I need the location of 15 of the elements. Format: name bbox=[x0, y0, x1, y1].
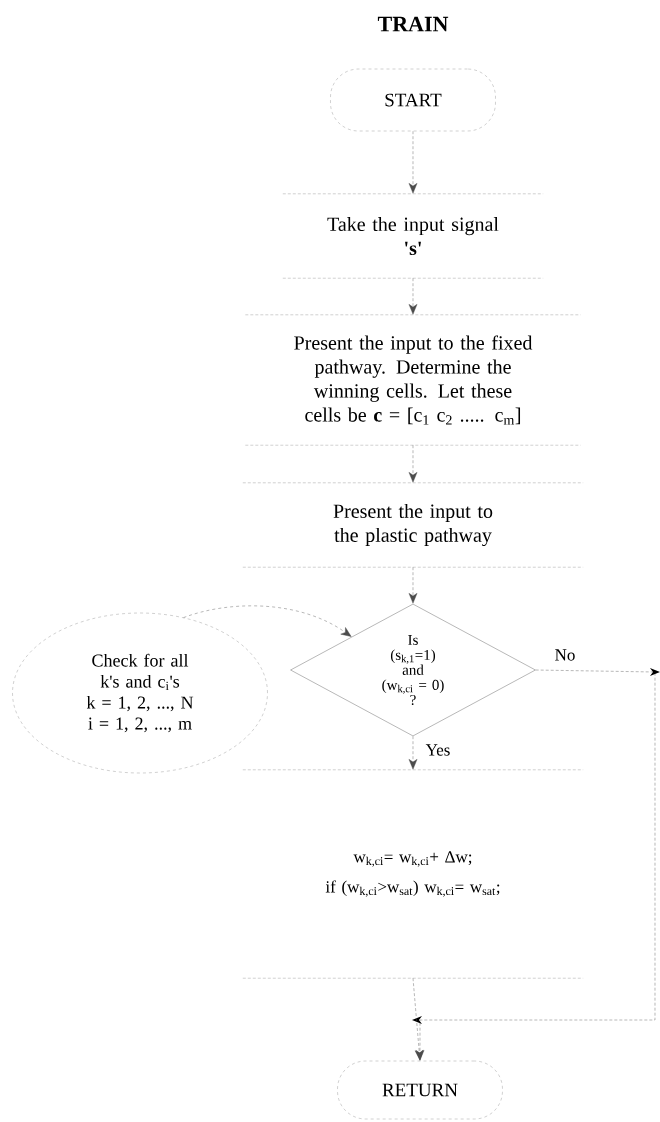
arrow bbox=[408, 131, 418, 194]
edge-label: No bbox=[553, 648, 577, 662]
arrow bbox=[183, 605, 352, 637]
title: TRAIN bbox=[377, 16, 449, 32]
process-box: Present the input to the plastic pathway bbox=[242, 482, 584, 568]
arrow bbox=[408, 736, 418, 770]
arrow bbox=[408, 567, 418, 604]
edge-label: Yes bbox=[424, 743, 452, 757]
arrow bbox=[408, 445, 418, 483]
arrow bbox=[412, 668, 660, 1061]
process-box: Take the input signal 's' bbox=[282, 193, 544, 279]
process-box: Present the input to the fixed pathway. Determine the winning cells. Let these cells be c = [c$_{1}$ c$_{2}$ ..... c$_{m}$] bbox=[245, 314, 581, 446]
arrow bbox=[408, 278, 418, 315]
process-box: w$_{k,ci}$= w$_{k,ci}$+ Δw; if (w$_{k,ci}$>w$_{sat}$) w$_{k,ci}$= w$_{sat}$; bbox=[242, 769, 584, 979]
arrow bbox=[412, 978, 424, 1061]
